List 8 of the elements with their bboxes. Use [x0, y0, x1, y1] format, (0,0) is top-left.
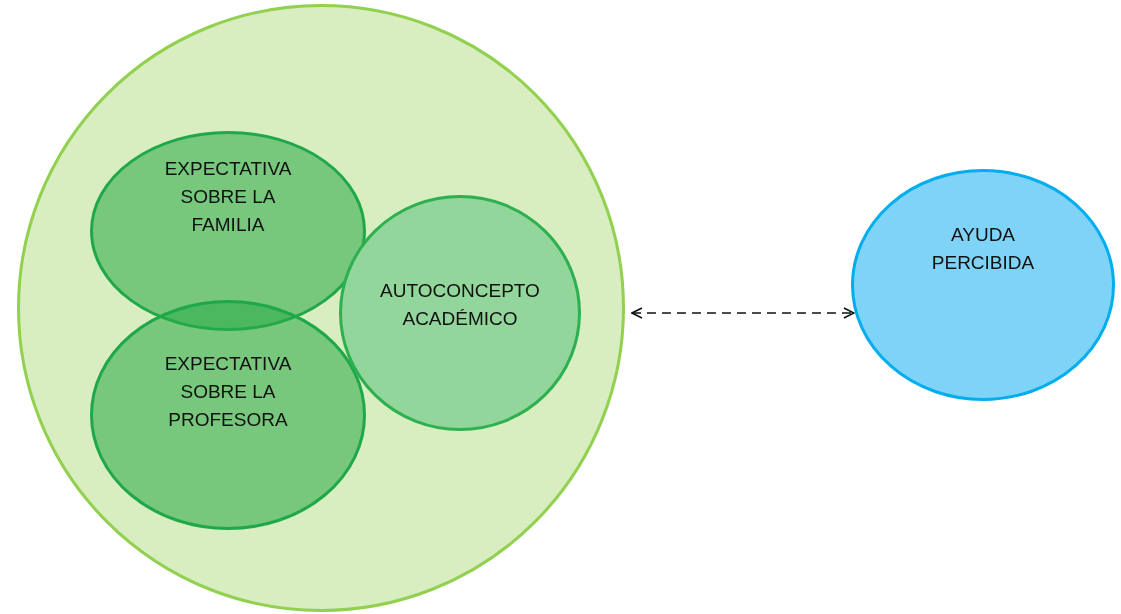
double-arrow: [631, 307, 855, 319]
concept-label: EXPECTATIVA SOBRE LA PROFESORA: [163, 352, 293, 432]
concept-ellipse: [339, 195, 581, 431]
concept-label: AUTOCONCEPTO ACADÉMICO: [379, 279, 541, 331]
concept-label: AYUDA PERCIBIDA: [930, 223, 1036, 275]
concept-ellipse: [90, 300, 366, 530]
concept-ellipse: [851, 169, 1115, 401]
concept-label: EXPECTATIVA SOBRE LA FAMILIA: [163, 157, 293, 237]
